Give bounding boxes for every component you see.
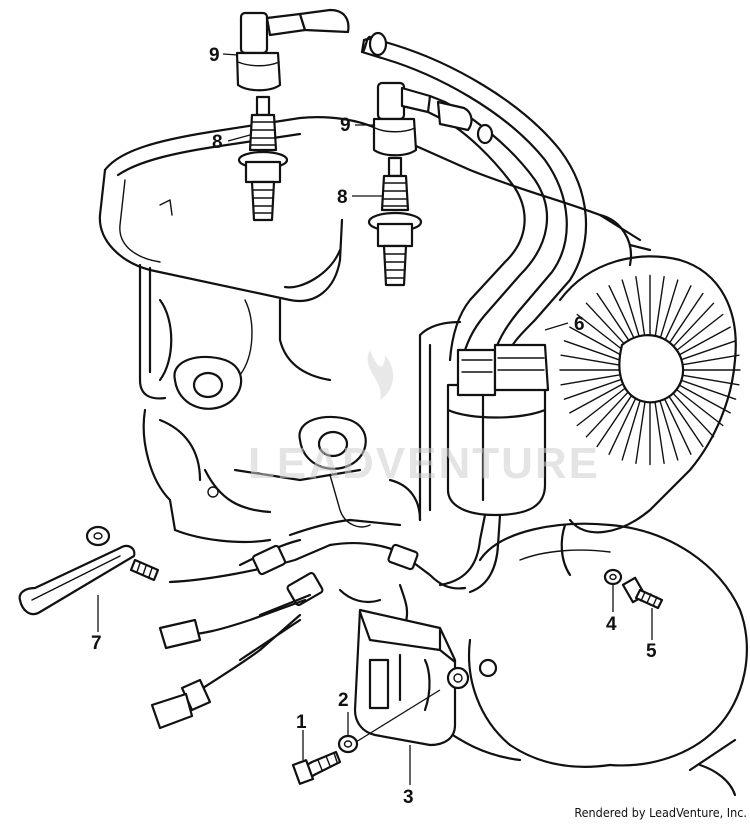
fan-blade (677, 373, 740, 386)
part-7-strap (18, 525, 160, 616)
fan-blade (576, 385, 628, 427)
fan-blade (635, 397, 647, 464)
callout-8-lower[interactable]: 8 (337, 187, 348, 208)
fan-blade (658, 279, 679, 345)
fan-blade (560, 373, 623, 386)
fan-blade (672, 313, 724, 355)
callout-9-lower[interactable]: 9 (340, 115, 351, 136)
fan-blade (635, 276, 647, 343)
ignition-coil (438, 343, 550, 594)
fan-hub (618, 334, 685, 404)
bolt-1 (291, 750, 342, 785)
fan-blade (669, 302, 715, 351)
fan-blade (658, 395, 679, 461)
spark-plug-left (237, 95, 289, 222)
fan-blade (585, 389, 631, 438)
washer-4 (603, 568, 623, 586)
fan-blade (596, 392, 635, 448)
spark-plug-right (367, 156, 423, 287)
fan-blade (672, 385, 724, 427)
callout-1[interactable]: 1 (296, 712, 307, 733)
watermark: LEADVENTURE (248, 350, 600, 488)
fan-blade (560, 354, 623, 367)
fan-blade (675, 340, 737, 362)
fan-blade (569, 382, 626, 414)
fan-blade (563, 378, 625, 400)
fan-blade (665, 292, 704, 348)
fan-blade (674, 382, 731, 414)
fan-blade (576, 313, 628, 355)
rendered-by-footer: Rendered by LeadVenture, Inc. (574, 805, 747, 820)
fan-blades (559, 274, 741, 466)
fan-blade (662, 394, 692, 455)
callout-9-upper[interactable]: 9 (209, 45, 220, 66)
high-tension-cables (298, 8, 588, 362)
fan-blade (653, 397, 665, 464)
fan-blade (621, 279, 642, 345)
plug-cap-left (235, 11, 307, 92)
fan-blade (608, 285, 638, 346)
fan-blade (677, 354, 740, 367)
wiring-harness (150, 518, 467, 730)
fan-blade (669, 389, 715, 438)
fan-blade (596, 292, 635, 348)
callout-2[interactable]: 2 (338, 690, 349, 711)
plug-cap-right (372, 81, 432, 157)
callout-3[interactable]: 3 (403, 787, 414, 808)
engine-block (98, 116, 748, 797)
bolt-5 (621, 576, 664, 610)
cdi-unit (353, 608, 470, 747)
fan-blade (608, 394, 638, 455)
callout-4[interactable]: 4 (606, 614, 617, 635)
watermark-text: LEADVENTURE (248, 439, 600, 488)
fan-blade (653, 276, 665, 343)
fan-blade (585, 302, 631, 351)
fan-blade (674, 326, 731, 358)
callout-7[interactable]: 7 (91, 633, 102, 654)
fan-blade (563, 340, 625, 362)
fan-blade (662, 285, 692, 346)
fan-blade (665, 392, 704, 448)
fan-blade (675, 378, 737, 400)
callout-5[interactable]: 5 (646, 641, 657, 662)
washer-2 (337, 734, 359, 754)
callout-6[interactable]: 6 (574, 314, 585, 335)
fan-blade (621, 395, 642, 461)
callout-8-upper[interactable]: 8 (212, 132, 223, 153)
callouts: 9 8 9 8 6 7 4 5 2 1 3 (91, 45, 657, 808)
leader-lines (97, 53, 653, 785)
fan-blade (569, 326, 626, 358)
